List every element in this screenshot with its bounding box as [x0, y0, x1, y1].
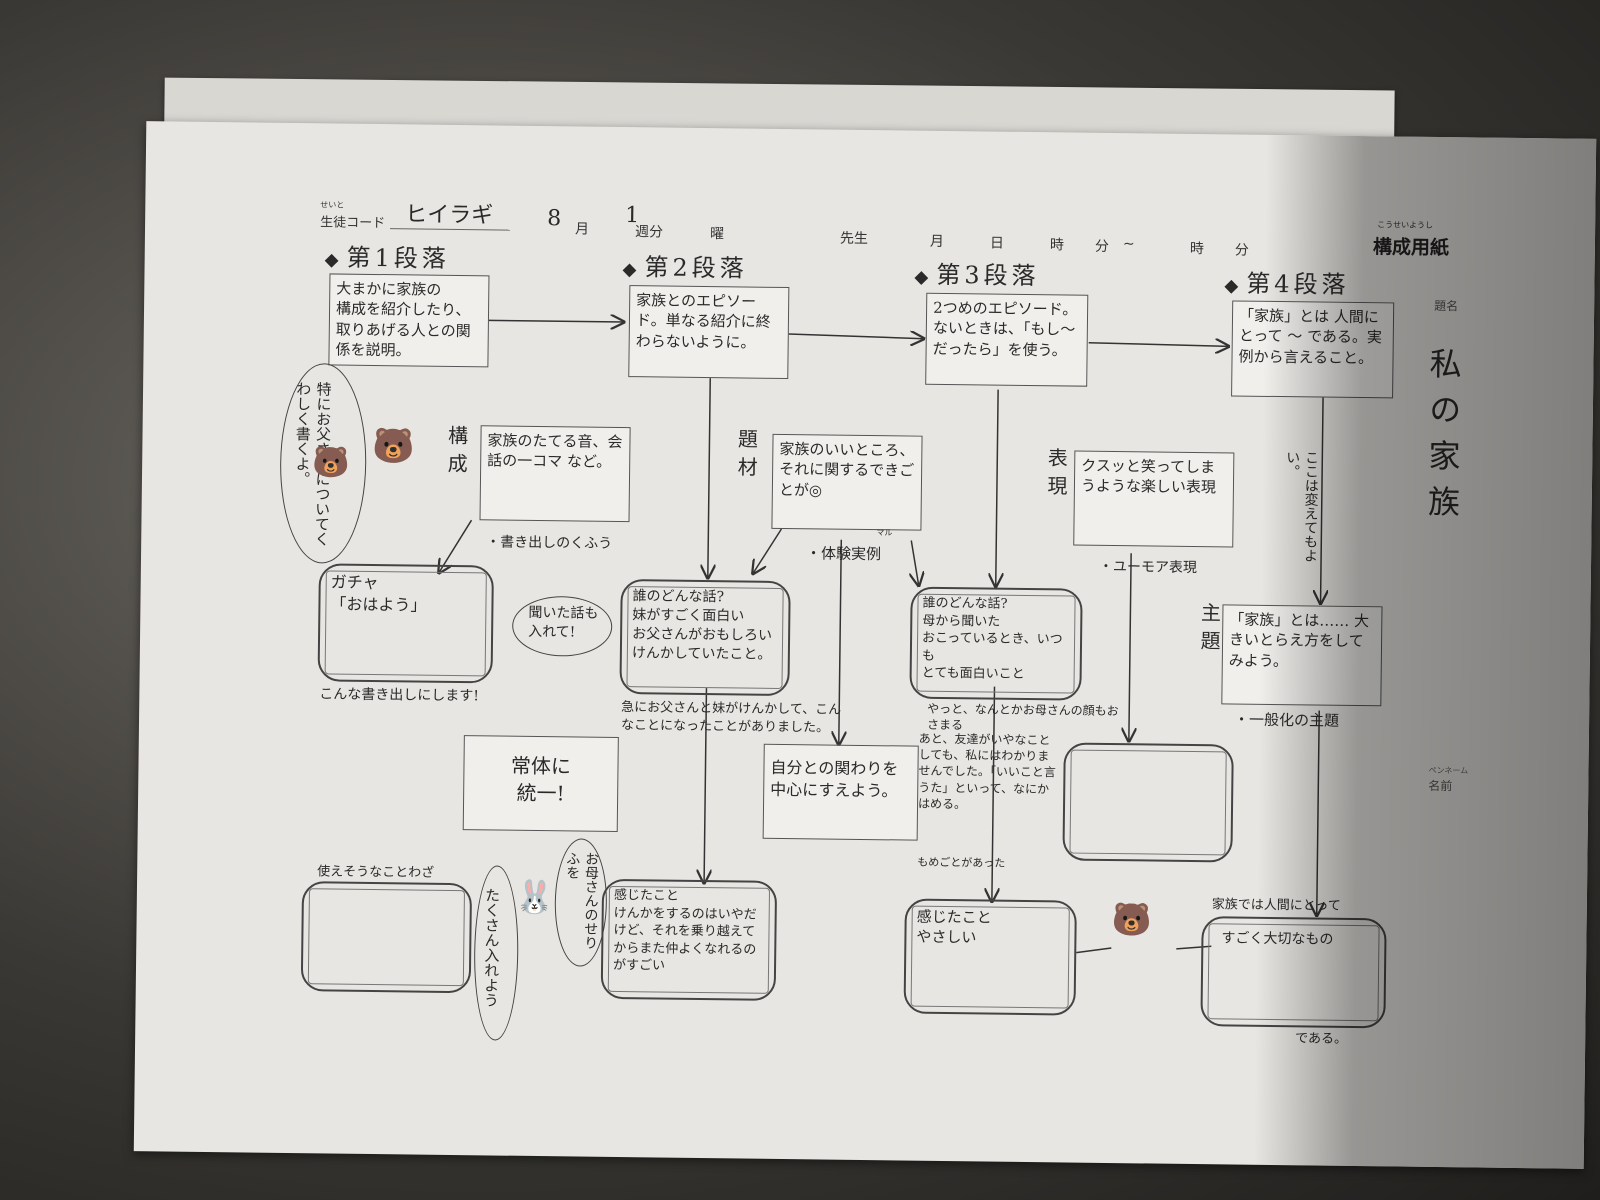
time-min2-label: 分 [1234, 242, 1249, 259]
shudai-label: 主題 [1196, 602, 1222, 659]
hyougen-tag: ・ユーモア表現 [1098, 558, 1198, 577]
conclusion-mid: すごく大切なもの [1221, 930, 1334, 948]
bear-icon: 🐻 [372, 425, 415, 467]
essay-title[interactable]: 私の家族 [1422, 346, 1463, 532]
sheet-title: 構成用紙 [1372, 236, 1450, 260]
kousei-box[interactable]: 家族のたてる音、会話の一コマ など。 [479, 425, 631, 523]
opening-cloud[interactable]: ガチャ 「おはよう」 [317, 563, 494, 684]
rabbit-icon: 🐰 [514, 877, 555, 917]
note-2: 急にお父さんと妹がけんかして、こんなことになったことがありました。 [620, 700, 842, 736]
opening-caption: こんな書き出しにします! [319, 686, 480, 705]
title-field-label: 題名 [1434, 298, 1459, 314]
arrow-hyougen-cloud [1129, 553, 1131, 741]
daizai-tag: ・体験実例 [806, 544, 882, 564]
daizai-label: 題材 [733, 428, 759, 485]
note-3c: もめごとがあった [917, 855, 1006, 870]
bear-holding-note-icon: 🐻 [1111, 900, 1152, 939]
paragraph-3-box[interactable]: 2つめのエピソード。ないときは、「もし〜だったら」を使う。 [925, 292, 1089, 387]
hyougen-label: 表現 [1043, 447, 1069, 504]
sheet-title-ruby: こうせいようし [1377, 220, 1434, 230]
student-code-label: せいと 生徒コード [320, 200, 386, 232]
date-day-label: 日 [989, 235, 1005, 252]
feeling-cloud-2[interactable]: 感じたこと けんかをするのはいやだけど、それを乗り越えてからまた仲よくなれるのが… [600, 878, 778, 1001]
time-hour2-label: 時 [1189, 240, 1204, 258]
story-cloud-2[interactable]: 誰のどんな話? 妹がすごく面白い お父さんがおもしろい けんかしていたこと。 [619, 579, 791, 697]
student-code-value[interactable]: ヒイラギ [405, 202, 494, 229]
arrow-p1-p2 [488, 320, 624, 322]
arrow-p2-p3 [788, 334, 924, 339]
time-hour-label: 時 [1049, 237, 1064, 254]
arrow-p3-p4 [1088, 343, 1229, 347]
line-p2-cloud [708, 378, 710, 578]
teacher-label: 先生 [839, 230, 869, 248]
vertical-note: ここは変えてもよい。 [1283, 450, 1320, 563]
date-month-label: 月 [929, 233, 945, 250]
joutai-box[interactable]: 常体に 統一! [462, 735, 619, 832]
feeling-cloud-3[interactable]: 感じたこと やさしい [903, 898, 1077, 1016]
conclusion-top: 家族では人間にとって [1211, 897, 1341, 914]
day-label: 曜 [709, 226, 725, 243]
worksheet: せいと 生徒コード ヒイラギ 8 月 1 週分 曜 先生 月 日 時 分 ~ 時… [133, 121, 1597, 1169]
time-min-label: 分 [1094, 238, 1109, 255]
bubble-heard-text: 聞いた話も入れて! [528, 604, 599, 641]
paragraph-4-heading: ◆第4段落 [1224, 269, 1350, 299]
arrow-daizai-cloud2 [753, 528, 783, 574]
story-cloud-3[interactable]: 誰のどんな話? 母から聞いた おこっているとき、いつも とても面白いこと [909, 586, 1083, 701]
hyougen-box[interactable]: クスッと笑ってしまうような楽しい表現 [1073, 450, 1235, 548]
line-p4-shudai [1321, 397, 1324, 604]
line-p3-cloud3 [996, 389, 998, 587]
kotowaza-caption: 使えそうなことわざ [317, 864, 435, 881]
line-shudai-conclusion [1317, 710, 1320, 916]
paragraph-1-heading: ◆第1段落 [324, 243, 450, 273]
maru-ruby: マル [876, 528, 893, 538]
shudai-box[interactable]: 「家族」とは…… 大きいとらえ方をしてみよう。 [1221, 604, 1383, 707]
paragraph-2-box[interactable]: 家族とのエピソード。単なる紹介に終わらないように。 [628, 285, 790, 380]
conclusion-end: である。 [1295, 1031, 1348, 1047]
kousei-label: 構成 [443, 424, 469, 482]
paragraph-4-box[interactable]: 「家族」とは 人間にとって 〜 である。実例から言えること。 [1231, 300, 1395, 399]
paragraph-1-box[interactable]: 大まかに家族の 構成を紹介したり、取りあげる人との関係を説明。 [328, 273, 490, 368]
bubble-mother-text: お母さんのせりふを [564, 851, 600, 950]
shudai-tag: ・一般化の主題 [1234, 710, 1340, 730]
kousei-tag: ・書き出しのくふう [486, 534, 613, 552]
tilde: ~ [1122, 236, 1135, 253]
takusan-text: たくさん入れよう [481, 887, 502, 1008]
name-field-ruby: ペンネーム [1428, 765, 1469, 776]
month-label: 月 [574, 221, 590, 238]
kotowaza-cloud[interactable] [300, 881, 473, 994]
humor-cloud-empty[interactable] [1062, 742, 1234, 863]
name-field-label: 名前 [1428, 778, 1453, 794]
week-label: 週分 [634, 224, 664, 241]
paragraph-3-heading: ◆第3段落 [914, 260, 1040, 291]
arrow-daizai-cloud3 [911, 540, 920, 586]
jibun-box[interactable]: 自分との関わりを中心にすえよう。 [762, 743, 919, 841]
note-3b: あと、友達がいやなことしても、私にはわかりませんでした。「いいこと言うた」といっ… [917, 731, 1056, 811]
daizai-box[interactable]: 家族のいいところ、それに関するできごとが◎ [771, 433, 923, 531]
month-value[interactable]: 8 [547, 206, 562, 232]
paragraph-2-heading: ◆第2段落 [622, 253, 748, 283]
bear-small-icon: 🐻 [311, 445, 350, 481]
